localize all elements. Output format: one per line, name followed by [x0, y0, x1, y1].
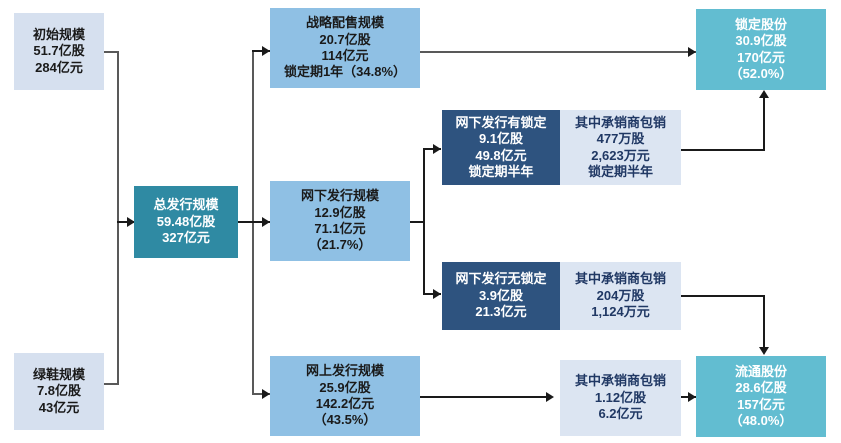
- node-locked-shares[interactable]: 锁定股份 30.9亿股 170亿元 （52.0%）: [696, 9, 826, 90]
- node-online-issue-pct: （43.5%）: [313, 412, 377, 428]
- node-locked-shares-shares: 30.9亿股: [735, 33, 787, 49]
- arrow-underwriter-locked-to-locked-shares: [759, 90, 769, 98]
- node-locked-shares-label: 锁定股份: [734, 16, 787, 32]
- node-underwriter-online[interactable]: 其中承销商包销 1.12亿股 6.2亿元: [560, 360, 681, 436]
- connector-greenshoe-to-bus-horizontal: [104, 383, 119, 385]
- node-offline-unlocked[interactable]: 网下发行无锁定 3.9亿股 21.3亿元: [442, 262, 560, 330]
- connector-splitbus-to-strategic: [252, 50, 270, 52]
- connector-underwriter-unlocked-horizontal: [681, 295, 765, 297]
- node-offline-issue[interactable]: 网下发行规模 12.9亿股 71.1亿元 （21.7%）: [270, 181, 410, 261]
- node-underwriter-locked-amount: 2,623万元: [591, 147, 650, 163]
- arrow-to-total-issue: [127, 217, 135, 227]
- node-total-issue-scale-shares: 59.48亿股: [156, 213, 216, 229]
- node-online-issue-amount: 142.2亿元: [315, 396, 375, 411]
- node-underwriter-unlocked-shares: 204万股: [596, 287, 645, 303]
- node-underwriter-locked-label: 其中承销商包销: [574, 114, 666, 130]
- node-offline-unlocked-shares: 3.9亿股: [478, 287, 524, 303]
- arrow-underwriter-online-to-floating-shares: [688, 392, 696, 402]
- node-underwriter-locked-lockup: 锁定期半年: [587, 163, 653, 179]
- connector-underwriter-locked-horizontal: [681, 149, 765, 151]
- node-strategic-placement-label: 战略配售规模: [305, 15, 384, 31]
- node-offline-locked-amount: 49.8亿元: [475, 147, 527, 163]
- node-online-issue-label: 网上发行规模: [305, 363, 384, 379]
- node-online-issue-shares: 25.9亿股: [319, 379, 371, 395]
- node-locked-shares-pct: （52.0%）: [729, 65, 793, 81]
- connector-subbus-to-offline-unlocked: [423, 293, 441, 295]
- node-greenshoe-scale-shares: 7.8亿股: [36, 383, 82, 399]
- connector-bus-to-total-horizontal: [117, 221, 135, 223]
- connector-subbus-to-offline-locked: [423, 148, 441, 150]
- node-offline-unlocked-label: 网下发行无锁定: [455, 271, 547, 287]
- node-strategic-placement-amount: 114亿元: [321, 48, 369, 63]
- node-initial-scale-amount: 284亿元: [35, 59, 83, 75]
- connector-total-to-splitbus-horizontal: [238, 221, 254, 223]
- node-locked-shares-amount: 170亿元: [737, 49, 785, 65]
- node-floating-shares-label: 流通股份: [734, 363, 787, 379]
- arrow-to-offline-locked: [433, 144, 441, 154]
- node-total-issue-scale-amount: 327亿元: [162, 230, 210, 246]
- node-initial-scale-shares: 51.7亿股: [33, 43, 85, 59]
- node-strategic-placement-lockup: 锁定期1年（34.8%）: [283, 64, 407, 80]
- node-online-issue[interactable]: 网上发行规模 25.9亿股 142.2亿元 （43.5%）: [270, 356, 420, 436]
- node-underwriter-online-shares: 1.12亿股: [594, 389, 647, 405]
- node-greenshoe-scale-amount: 43亿元: [38, 399, 80, 415]
- connector-initial-to-bus-horizontal: [104, 51, 119, 53]
- node-underwriter-unlocked[interactable]: 其中承销商包销 204万股 1,124万元: [560, 262, 681, 330]
- node-floating-shares-pct: （48.0%）: [729, 412, 793, 428]
- node-greenshoe-scale[interactable]: 绿鞋规模 7.8亿股 43亿元: [14, 353, 104, 430]
- node-underwriter-locked[interactable]: 其中承销商包销 477万股 2,623万元 锁定期半年: [560, 110, 681, 185]
- arrow-to-strategic-placement: [262, 46, 270, 56]
- node-underwriter-unlocked-label: 其中承销商包销: [574, 271, 666, 287]
- arrow-to-offline-issue: [262, 217, 270, 227]
- node-underwriter-online-label: 其中承销商包销: [574, 373, 666, 389]
- node-offline-issue-pct: （21.7%）: [308, 237, 372, 253]
- node-offline-issue-amount: 71.1亿元: [314, 221, 366, 236]
- node-greenshoe-scale-label: 绿鞋规模: [32, 366, 85, 382]
- node-initial-scale[interactable]: 初始规模 51.7亿股 284亿元: [14, 13, 104, 90]
- node-offline-locked[interactable]: 网下发行有锁定 9.1亿股 49.8亿元 锁定期半年: [442, 110, 560, 185]
- node-floating-shares[interactable]: 流通股份 28.6亿股 157亿元 （48.0%）: [696, 356, 826, 437]
- node-strategic-placement[interactable]: 战略配售规模 20.7亿股 114亿元 锁定期1年（34.8%）: [270, 8, 420, 88]
- node-underwriter-unlocked-amount: 1,124万元: [591, 304, 650, 320]
- arrow-strategic-to-locked-shares: [688, 47, 696, 57]
- node-offline-locked-label: 网下发行有锁定: [455, 114, 547, 130]
- node-initial-scale-label: 初始规模: [32, 26, 85, 42]
- arrow-to-online-issue: [262, 389, 270, 399]
- connector-underwriter-unlocked-vertical: [763, 295, 765, 348]
- node-offline-locked-lockup: 锁定期半年: [468, 163, 534, 179]
- node-total-issue-scale-label: 总发行规模: [153, 197, 219, 213]
- connector-offline-to-subbus: [410, 221, 425, 223]
- connector-sub-split-bus-vertical: [423, 148, 425, 294]
- node-floating-shares-shares: 28.6亿股: [735, 380, 787, 396]
- node-offline-issue-label: 网下发行规模: [300, 188, 379, 204]
- connector-merge-bus-vertical: [117, 51, 119, 384]
- arrow-to-offline-unlocked: [433, 289, 441, 299]
- arrow-online-to-underwriter-online: [546, 392, 554, 402]
- node-offline-unlocked-amount: 21.3亿元: [475, 304, 527, 320]
- node-underwriter-locked-shares: 477万股: [596, 131, 645, 147]
- node-total-issue-scale[interactable]: 总发行规模 59.48亿股 327亿元: [134, 186, 238, 258]
- node-strategic-placement-shares: 20.7亿股: [319, 31, 371, 47]
- node-offline-locked-shares: 9.1亿股: [478, 131, 524, 147]
- connector-strategic-to-locked-shares: [420, 51, 696, 53]
- connector-splitbus-to-offline: [252, 221, 270, 223]
- connector-underwriter-locked-vertical: [763, 98, 765, 150]
- node-underwriter-online-amount: 6.2亿元: [598, 406, 643, 422]
- node-floating-shares-amount: 157亿元: [737, 396, 785, 412]
- connector-online-to-underwriter-online: [420, 396, 548, 398]
- arrow-underwriter-unlocked-to-floating-shares: [759, 347, 769, 355]
- connector-splitbus-to-online: [252, 393, 270, 395]
- node-offline-issue-shares: 12.9亿股: [314, 204, 366, 220]
